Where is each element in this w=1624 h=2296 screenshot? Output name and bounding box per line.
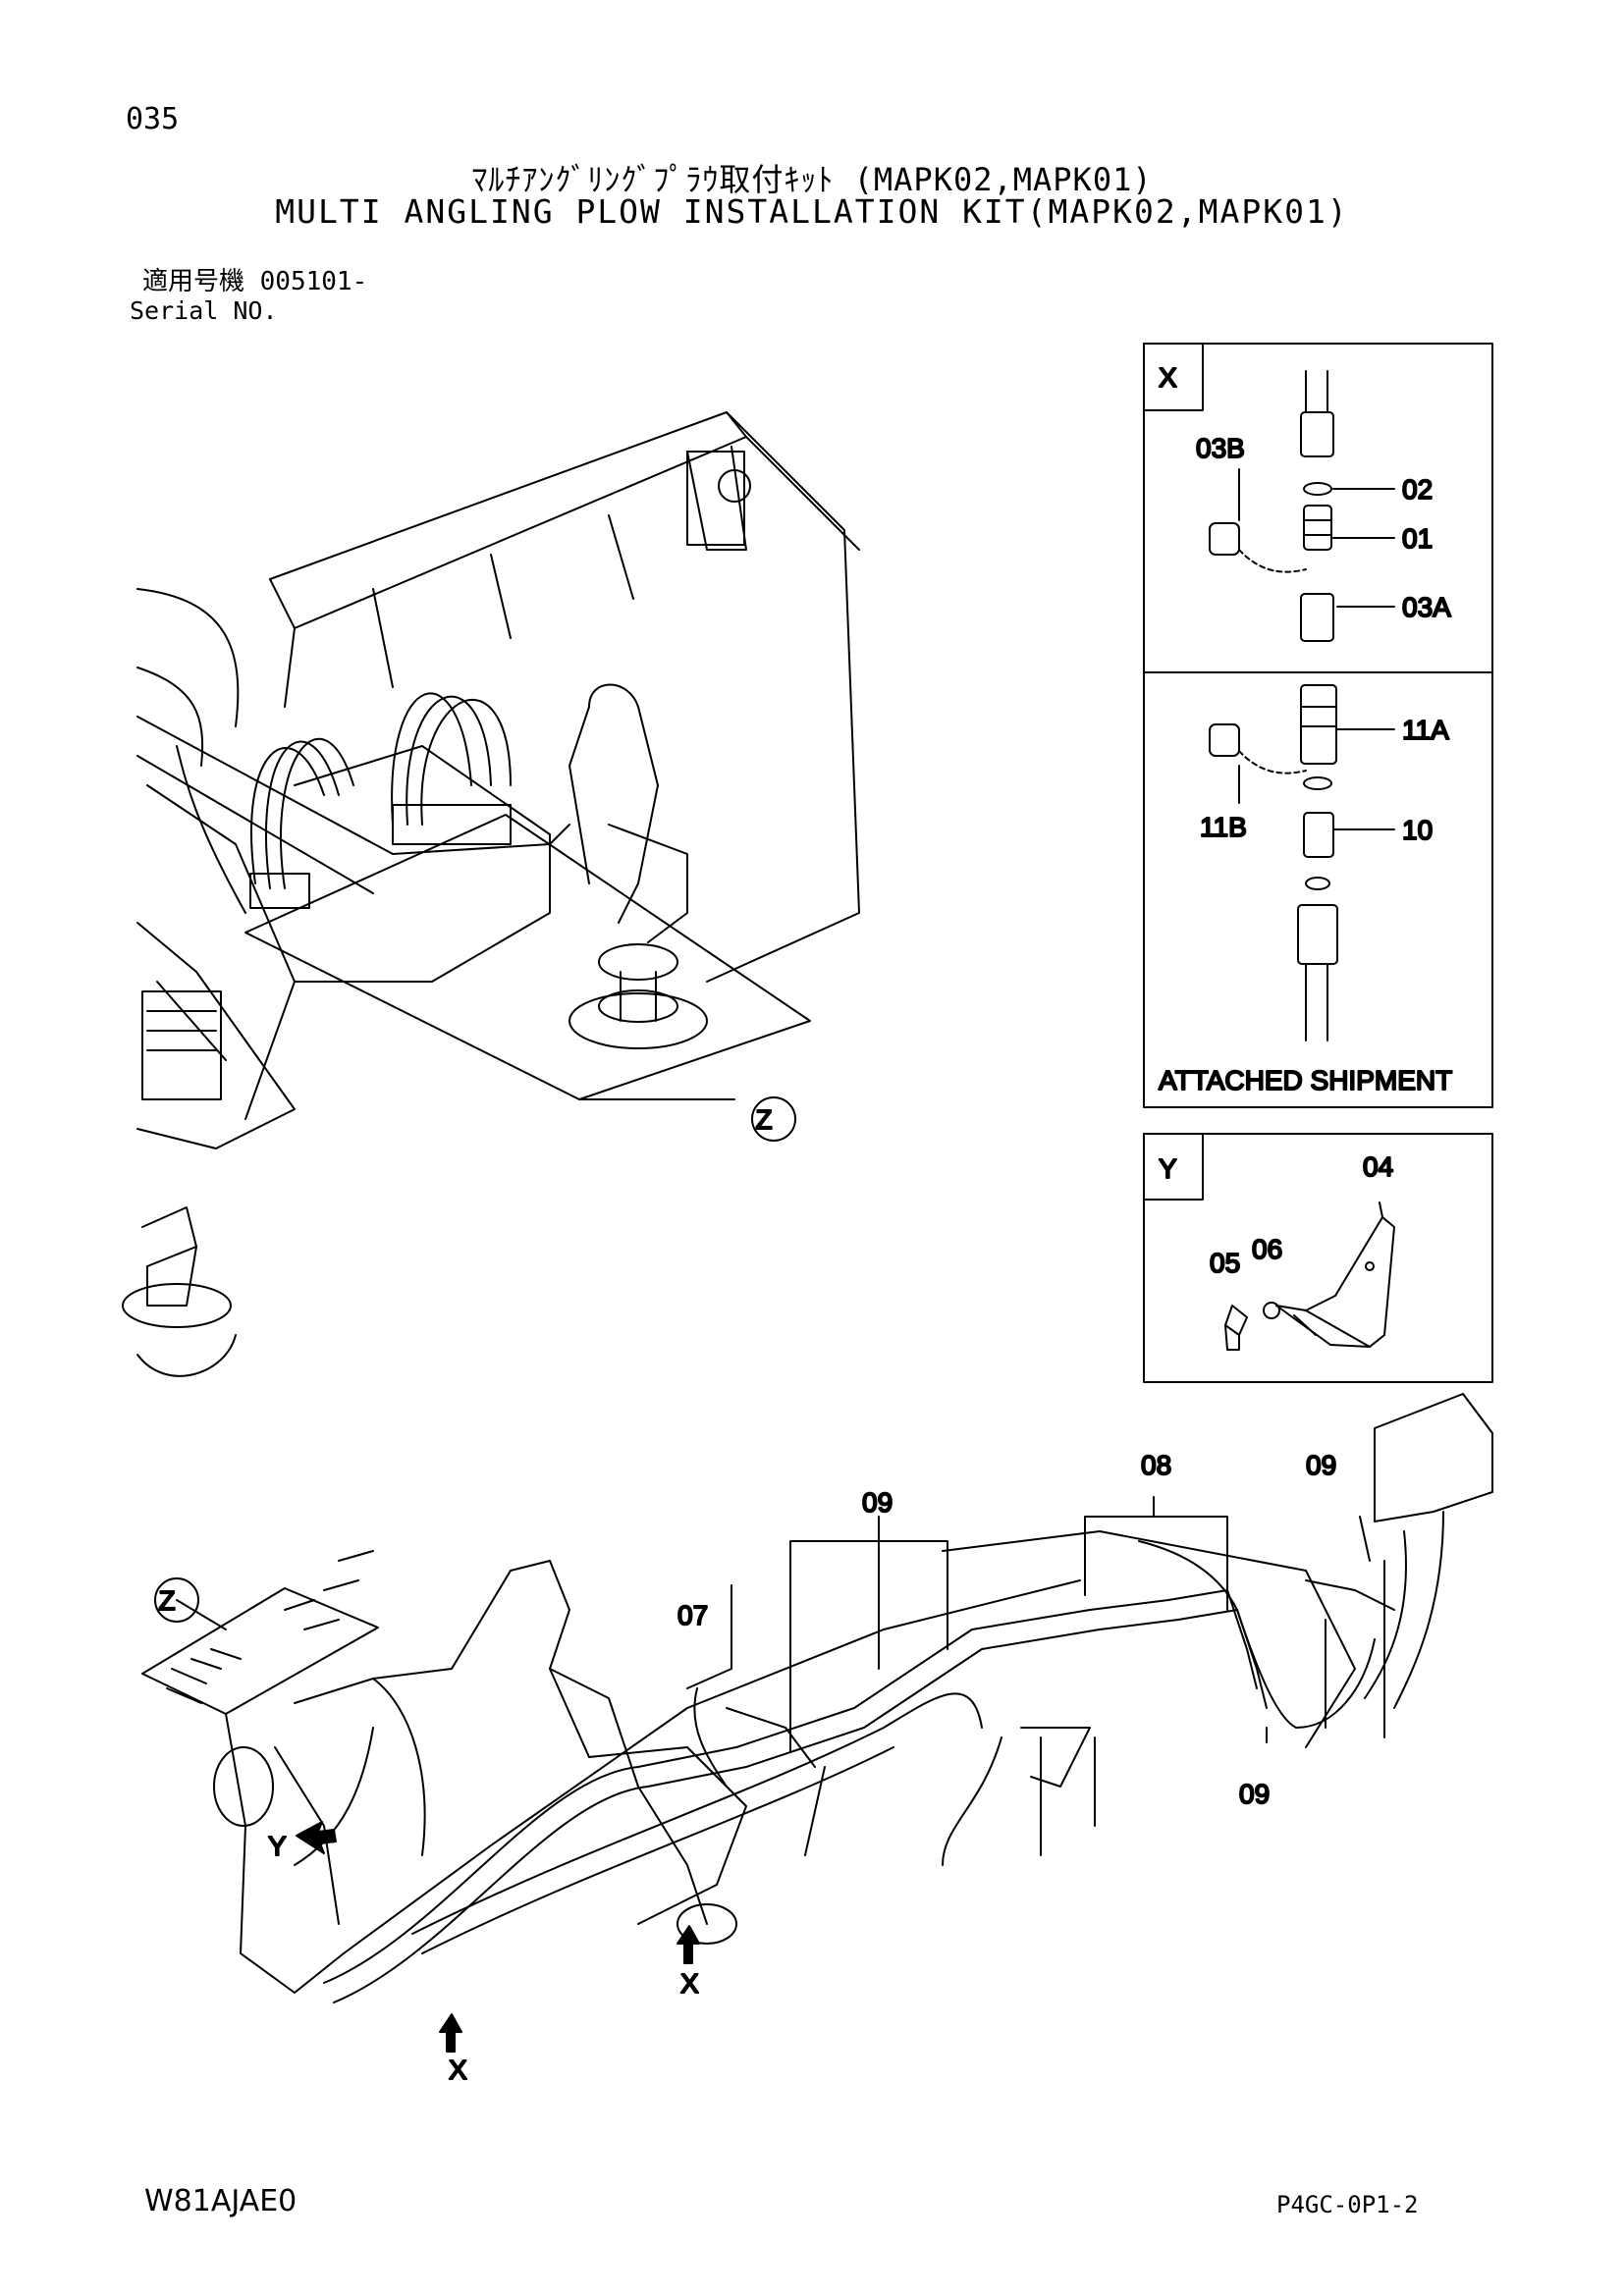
title-english: MULTI ANGLING PLOW INSTALLATION KIT(MAPK… <box>275 192 1349 231</box>
lower-view-leaders <box>176 1496 1371 1753</box>
document-code: W81AJAE0 <box>144 2184 298 2218</box>
detail-x-frame <box>1143 343 1493 1108</box>
callout-03b: 03B <box>1196 433 1245 463</box>
lower-view-hoses <box>166 1540 1376 2003</box>
detail-y-label: Y <box>1159 1153 1177 1184</box>
callout-07: 07 <box>677 1600 708 1630</box>
page-code: P4GC-0P1-2 <box>1276 2191 1419 2218</box>
z-marker-lower-label: Z <box>158 1585 175 1616</box>
callout-03a: 03A <box>1402 592 1451 622</box>
arrow-x-right <box>677 1925 700 1964</box>
callout-02: 02 <box>1402 474 1433 505</box>
callout-09-c: 09 <box>1239 1779 1270 1809</box>
callout-08: 08 <box>1141 1450 1171 1480</box>
callout-04: 04 <box>1363 1151 1393 1182</box>
callout-09-a: 09 <box>862 1487 893 1518</box>
arrow-x-right-label: X <box>680 1968 699 1999</box>
serial-label-japanese: 適用号機 005101- <box>142 267 368 296</box>
arrow-y-label: Y <box>268 1831 287 1861</box>
callout-09-b: 09 <box>1306 1450 1336 1480</box>
page-number: 035 <box>126 102 180 136</box>
arrow-x-left <box>439 2013 462 2053</box>
upper-view-plow <box>122 411 860 1377</box>
detail-x-fittings <box>1209 370 1395 1041</box>
attached-shipment-note: ATTACHED SHIPMENT <box>1159 1065 1452 1095</box>
z-marker-upper-label: Z <box>755 1104 772 1135</box>
title-japanese: ﾏﾙﾁｱﾝｸﾞﾘﾝｸﾞﾌﾟﾗｳ取付ｷｯﾄ (MAPK02,MAPK01) <box>471 161 1153 198</box>
lower-view-boom <box>141 1393 1493 1994</box>
callout-05: 05 <box>1210 1248 1240 1278</box>
callout-06: 06 <box>1252 1234 1282 1264</box>
z-marker-upper <box>751 1096 796 1142</box>
callout-01: 01 <box>1402 523 1433 554</box>
detail-y-frame <box>1143 1133 1493 1383</box>
z-marker-lower <box>154 1577 199 1623</box>
callout-10: 10 <box>1402 815 1433 845</box>
arrow-y <box>296 1821 337 1854</box>
detail-y-bracket <box>1224 1201 1395 1351</box>
serial-label-english: Serial NO. <box>130 296 278 325</box>
arrow-x-left-label: X <box>449 2055 467 2085</box>
callout-11b: 11B <box>1200 812 1247 842</box>
detail-x-label: X <box>1159 362 1177 393</box>
callout-11a: 11A <box>1402 715 1449 745</box>
